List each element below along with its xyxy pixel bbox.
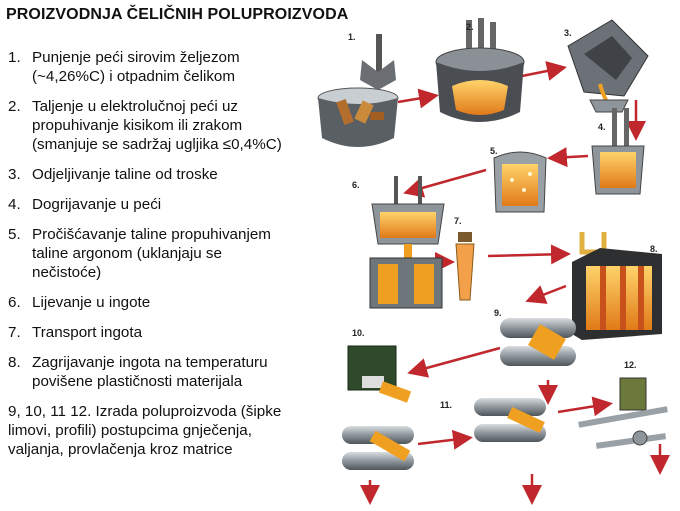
step-line: Transport ingota xyxy=(32,324,143,341)
step-item: 1. Punjenje peći sirovim željezom (~4,26… xyxy=(8,48,326,86)
stage-10-forging xyxy=(347,345,412,403)
step-item: 9, 10, 11 12. Izrada poluproizvoda (šipk… xyxy=(8,402,326,459)
step-line: taline argonom (uklanjaju se xyxy=(32,245,222,262)
stage-label: 12. xyxy=(624,360,637,370)
step-item: 2. Taljenje u elektrolučnoj peći uz prop… xyxy=(8,97,326,154)
step-line: Zagrijavanje ingota na temperaturu xyxy=(32,354,268,371)
step-line: Pročišćavanje taline propuhivanjem xyxy=(32,226,271,243)
step-item: 7. Transport ingota xyxy=(8,323,326,342)
step-text: Dogrijavanje u peći xyxy=(32,195,326,214)
arrow-2-3 xyxy=(521,61,567,81)
arrow-1-2 xyxy=(397,88,439,109)
step-number: 2. xyxy=(8,98,21,115)
step-item: 5. Pročišćavanje taline propuhivanjem ta… xyxy=(8,225,326,282)
process-steps-list: 1. Punjenje peći sirovim željezom (~4,26… xyxy=(8,48,326,470)
step-line: limovi, profili) postupcima gnječenja, xyxy=(8,422,252,439)
page-title: PROIZVODNJA ČELIČNIH POLUPROIZVODA xyxy=(6,6,349,23)
step-line: propuhivanje kisikom ili zrakom xyxy=(32,117,243,134)
stage-label: 3. xyxy=(564,28,572,38)
step-text: Transport ingota xyxy=(32,323,326,342)
stage-label: 4. xyxy=(598,122,606,132)
step-line: Taljenje u elektrolučnoj peći uz xyxy=(32,98,238,115)
stage-label: 2. xyxy=(466,22,474,32)
step-number: 7. xyxy=(8,324,21,341)
stage-label: 9. xyxy=(494,308,502,318)
step-item: 3. Odjeljivanje taline od troske xyxy=(8,165,326,184)
step-item: 8. Zagrijavanje ingota na temperaturu po… xyxy=(8,353,326,391)
stage-label: 11. xyxy=(440,400,452,410)
stage-11-profile-rolling xyxy=(474,398,546,442)
step-line: Lijevanje u ingote xyxy=(32,294,151,311)
step-item: 6. Lijevanje u ingote xyxy=(8,293,326,312)
stage-9-rolling-mill xyxy=(500,318,576,366)
stage-label: 6. xyxy=(352,180,360,190)
stage-12-drawing xyxy=(578,377,668,449)
step-text: Taljenje u elektrolučnoj peći uz propuhi… xyxy=(32,97,326,154)
arrow-8-9 xyxy=(525,284,567,304)
arrow-9-10 xyxy=(407,346,501,378)
arrow-11-12 xyxy=(557,396,613,417)
stage-4-reheating xyxy=(591,108,645,195)
stage-8-soaking-pit xyxy=(572,232,662,340)
stage-label: 1. xyxy=(348,32,356,42)
step-text: Zagrijavanje ingota na temperaturu poviš… xyxy=(32,353,326,391)
arrow-4-5 xyxy=(547,147,589,168)
stage-label: 8. xyxy=(650,244,658,254)
stage-2-arc-furnace xyxy=(435,18,525,122)
arrow-7-8 xyxy=(487,244,571,265)
stage-1-charging xyxy=(317,34,399,147)
step-line: nečistoće) xyxy=(32,264,102,281)
step-number: 4. xyxy=(8,196,21,213)
stage-10-lower-rolls xyxy=(342,426,414,470)
step-text: 9, 10, 11 12. Izrada poluproizvoda (šipk… xyxy=(8,402,326,459)
step-text: Lijevanje u ingote xyxy=(32,293,326,312)
stage-5-argon-purification xyxy=(493,151,547,213)
step-line: Odjeljivanje taline od troske xyxy=(32,166,218,183)
step-line: valjanja, provlačenja kroz matrice xyxy=(8,441,233,458)
step-line: Dogrijavanje u peći xyxy=(32,196,162,213)
step-line: povišene plastičnosti materijala xyxy=(32,373,243,390)
step-number: 8. xyxy=(8,354,21,371)
stage-3-tapping xyxy=(567,19,649,113)
stage-label: 7. xyxy=(454,216,462,226)
stage-label: 10. xyxy=(352,328,365,338)
stage-6-ingot-casting xyxy=(369,176,445,309)
step-line: (smanjuje se sadržaj ugljika ≤0,4%C) xyxy=(32,136,282,153)
stage-label: 5. xyxy=(490,146,498,156)
step-line: (~4,26%C) i otpadnim čelikom xyxy=(32,68,236,85)
step-line: Punjenje peći sirovim željezom xyxy=(32,49,240,66)
step-number: 6. xyxy=(8,294,21,311)
arrow-10-11 xyxy=(417,429,473,450)
step-line: 9, 10, 11 12. Izrada poluproizvoda (šipk… xyxy=(8,403,282,420)
step-text: Pročišćavanje taline propuhivanjem talin… xyxy=(32,225,326,282)
step-number: 3. xyxy=(8,166,21,183)
step-number: 5. xyxy=(8,226,21,243)
step-text: Odjeljivanje taline od troske xyxy=(32,165,326,184)
step-item: 4. Dogrijavanje u peći xyxy=(8,195,326,214)
step-number: 1. xyxy=(8,49,21,66)
stage-labels: 1. 2. 3. 4. 5. 6. 7. 8. 9. 10. 11. 12. xyxy=(348,22,658,410)
step-text: Punjenje peći sirovim željezom (~4,26%C)… xyxy=(32,48,326,86)
stage-7-ingot-transport xyxy=(455,232,475,301)
